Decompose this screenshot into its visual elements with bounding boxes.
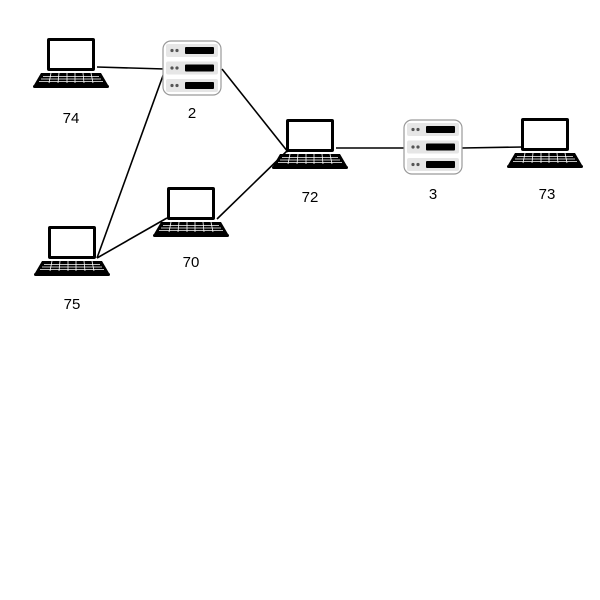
node-label: 73: [539, 186, 556, 203]
node-73: 73: [506, 117, 584, 203]
edge-2-72: [221, 68, 289, 153]
edge-74-2: [96, 66, 166, 70]
node-label: 70: [183, 254, 200, 271]
node-label: 3: [429, 186, 437, 203]
edge-75-70: [96, 217, 168, 259]
node-72: 72: [271, 118, 349, 206]
node-3: 3: [403, 119, 463, 203]
laptop-icon: [506, 117, 584, 169]
node-75: 75: [33, 225, 111, 313]
laptop-icon: [32, 37, 110, 89]
node-label: 72: [302, 189, 319, 206]
edge-2-75: [96, 69, 166, 259]
node-label: 74: [63, 110, 80, 127]
node-70: 70: [152, 186, 230, 271]
laptop-icon: [33, 225, 111, 277]
server-icon: [403, 119, 463, 175]
node-label: 2: [188, 105, 196, 122]
laptop-icon: [271, 118, 349, 170]
node-2: 2: [162, 40, 222, 122]
edge-3-73: [461, 146, 524, 149]
server-icon: [162, 40, 222, 96]
node-label: 75: [64, 296, 81, 313]
laptop-icon: [152, 186, 230, 238]
node-74: 74: [32, 37, 110, 127]
